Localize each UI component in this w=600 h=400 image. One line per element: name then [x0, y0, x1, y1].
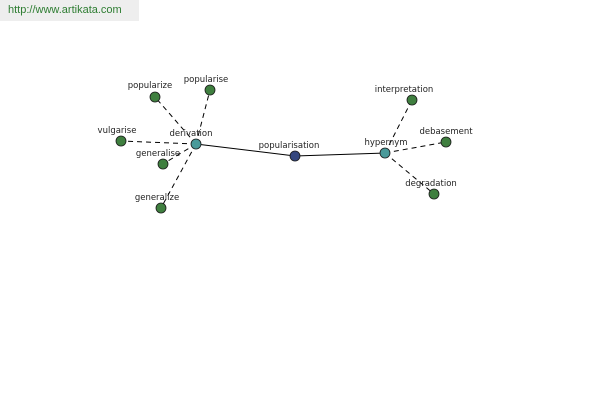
node-debasement[interactable]: [440, 136, 452, 148]
edge-hypernym-degradation: [384, 152, 435, 195]
node-derivation[interactable]: [190, 138, 202, 150]
label-popularize: popularize: [128, 81, 173, 91]
edges-layer: [120, 89, 447, 209]
label-popularisation: popularisation: [259, 141, 320, 151]
edge-derivation-popularisation: [195, 143, 296, 157]
site-url-link[interactable]: http://www.artikata.com: [0, 0, 139, 21]
edge-hypernym-interpretation: [384, 99, 413, 154]
node-interpretation[interactable]: [406, 94, 418, 106]
label-vulgarise: vulgarise: [98, 126, 137, 136]
node-degradation[interactable]: [428, 188, 440, 200]
label-generalize: generalize: [135, 193, 179, 203]
node-hypernym[interactable]: [379, 147, 391, 159]
label-interpretation: interpretation: [375, 85, 434, 95]
label-popularise: popularise: [184, 75, 228, 85]
node-vulgarise[interactable]: [115, 135, 127, 147]
node-generalise[interactable]: [157, 158, 169, 170]
label-degradation: degradation: [405, 179, 457, 189]
nodes-layer: [115, 84, 452, 214]
edge-derivation-popularize: [154, 96, 197, 145]
node-popularize[interactable]: [149, 91, 161, 103]
node-popularisation[interactable]: [289, 150, 301, 162]
edge-derivation-vulgarise: [120, 140, 197, 145]
edge-derivation-generalize: [160, 143, 197, 209]
edge-derivation-popularise: [195, 89, 211, 145]
edge-derivation-generalise: [162, 143, 197, 165]
edge-hypernym-debasement: [384, 141, 447, 154]
label-generalise: generalise: [136, 149, 180, 159]
node-popularise[interactable]: [204, 84, 216, 96]
node-generalize[interactable]: [155, 202, 167, 214]
label-derivation: derivation: [169, 129, 212, 139]
labels-layer: popularisation derivation hypernym populari…: [98, 75, 474, 203]
label-hypernym: hypernym: [364, 138, 407, 148]
edge-popularisation-hypernym: [294, 152, 386, 157]
label-debasement: debasement: [419, 127, 473, 137]
